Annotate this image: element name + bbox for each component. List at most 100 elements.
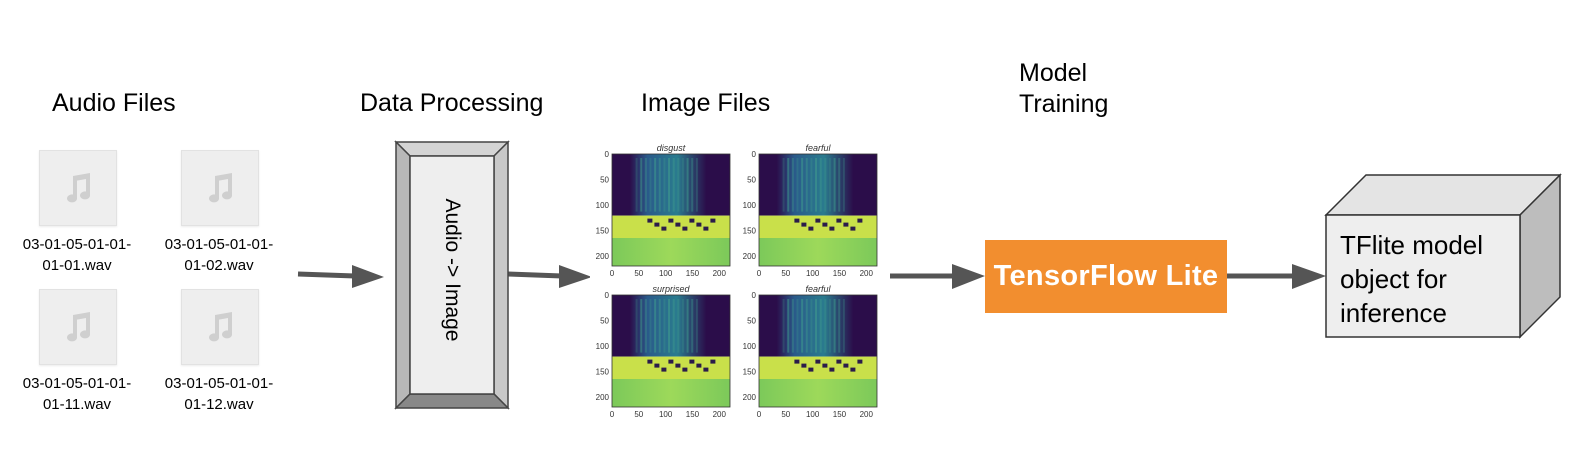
spectrogram-bottom <box>612 379 730 407</box>
x-tick-label: 100 <box>806 410 820 419</box>
x-tick-label: 100 <box>659 269 673 278</box>
data-processing-heading: Data Processing <box>360 89 544 117</box>
processing-bevel-box <box>394 140 510 410</box>
x-tick-label: 200 <box>860 410 874 419</box>
spectrogram-blob <box>843 363 849 368</box>
y-tick-label: 100 <box>596 201 610 210</box>
spectrogram-title: surprised <box>652 284 690 294</box>
spectrogram-streak <box>644 158 647 212</box>
spectrogram-blob <box>654 363 660 368</box>
spectrogram-streak <box>658 158 661 212</box>
spectrogram-blob <box>808 367 814 372</box>
audio-file-icon <box>39 289 117 365</box>
spectrogram-streak <box>815 299 818 353</box>
spectrogram-blob <box>801 222 807 227</box>
x-tick-label: 150 <box>686 410 700 419</box>
spectrogram-streak <box>838 299 841 353</box>
spectrogram-blob <box>647 218 653 223</box>
spectrogram-blob <box>850 367 856 372</box>
file-name-line2: 01-11.wav <box>42 396 112 413</box>
output-line1: TFlite model <box>1340 230 1484 260</box>
spectrogram-blob <box>822 222 828 227</box>
spectrogram-blob <box>815 218 821 223</box>
tensorflow-lite-label: TensorFlow Lite <box>993 260 1219 292</box>
audio-files-heading: Audio Files <box>52 89 176 117</box>
spectrogram-streak <box>654 299 657 353</box>
spectrogram-top <box>612 154 730 216</box>
x-tick-label: 0 <box>757 410 762 419</box>
spectrogram-streak <box>695 158 698 212</box>
arrow-images-to-tflite <box>887 264 985 289</box>
music-note-icon <box>67 312 91 342</box>
spectrogram-streak <box>828 158 831 212</box>
tensorflow-lite-logo: TensorFlow Lite <box>985 240 1227 313</box>
spectrogram-blob <box>675 222 681 227</box>
spectrogram-streak <box>640 299 643 353</box>
y-tick-label: 150 <box>743 226 757 235</box>
spectrogram-band <box>759 215 877 238</box>
y-tick-label: 0 <box>752 291 757 300</box>
y-tick-label: 0 <box>605 291 610 300</box>
spectrogram-streak <box>791 158 794 212</box>
spectrogram-blob <box>682 226 688 231</box>
x-tick-label: 0 <box>610 410 615 419</box>
spectrogram-blob <box>703 367 709 372</box>
file-name-line1: 03-01-05-01-01- <box>22 375 132 392</box>
processing-label: Audio -> Image <box>441 198 464 342</box>
spectrogram-streak <box>810 299 813 353</box>
x-tick-label: 0 <box>757 269 762 278</box>
spectrogram-blob <box>808 226 814 231</box>
x-tick-label: 200 <box>713 410 727 419</box>
spectrogram-blob <box>668 218 674 223</box>
spectrogram-streak <box>635 299 638 353</box>
spectrogram-blob <box>689 359 695 364</box>
spectrogram-streak <box>782 158 785 212</box>
spectrogram-blob <box>696 222 702 227</box>
spectrogram-frame <box>758 294 878 408</box>
arrow-processing-to-images <box>507 265 592 288</box>
spectrogram-streak <box>681 299 684 353</box>
x-tick-label: 100 <box>806 269 820 278</box>
spectrogram-blob <box>661 367 667 372</box>
spectrogram-streak <box>805 299 808 353</box>
spectrogram-streak <box>681 158 684 212</box>
spectrogram-blob <box>836 359 842 364</box>
x-tick-label: 50 <box>781 269 790 278</box>
spectrogram-streak <box>663 158 666 212</box>
spectrogram-streak <box>796 158 799 212</box>
spectrogram-blob <box>794 218 800 223</box>
spectrogram-frame <box>758 153 878 267</box>
x-tick-label: 50 <box>634 410 643 419</box>
spectrogram-streak <box>824 299 827 353</box>
spectrogram-streak <box>695 299 698 353</box>
spectrogram-blob <box>689 218 695 223</box>
spectrogram-streak <box>644 299 647 353</box>
y-tick-label: 100 <box>743 342 757 351</box>
y-tick-label: 150 <box>596 367 610 376</box>
audio-file-icon <box>181 150 259 226</box>
spectrogram-streak <box>654 158 657 212</box>
spectrogram-streak <box>833 299 836 353</box>
spectrogram-bottom <box>612 238 730 266</box>
spectrogram-streak <box>691 299 694 353</box>
spectrogram-streak <box>787 299 790 353</box>
file-name-line1: 03-01-05-01-01- <box>164 236 274 253</box>
spectrogram-streak <box>635 158 638 212</box>
music-note-icon <box>209 173 233 203</box>
model-training-line1: Model <box>1019 59 1088 87</box>
y-tick-label: 150 <box>743 367 757 376</box>
spectrogram-title: fearful <box>805 284 831 294</box>
spectrogram-blob <box>654 222 660 227</box>
spectrogram-top <box>759 154 877 216</box>
spectrogram-band <box>612 215 730 238</box>
y-tick-label: 0 <box>605 150 610 159</box>
arrow-audio-to-processing <box>297 265 384 288</box>
spectrogram-blob <box>857 218 863 223</box>
spectrogram-blob <box>668 359 674 364</box>
y-tick-label: 0 <box>752 150 757 159</box>
spectrogram-streak <box>842 299 845 353</box>
spectrogram-streak <box>649 299 652 353</box>
spectrogram-streak <box>640 158 643 212</box>
